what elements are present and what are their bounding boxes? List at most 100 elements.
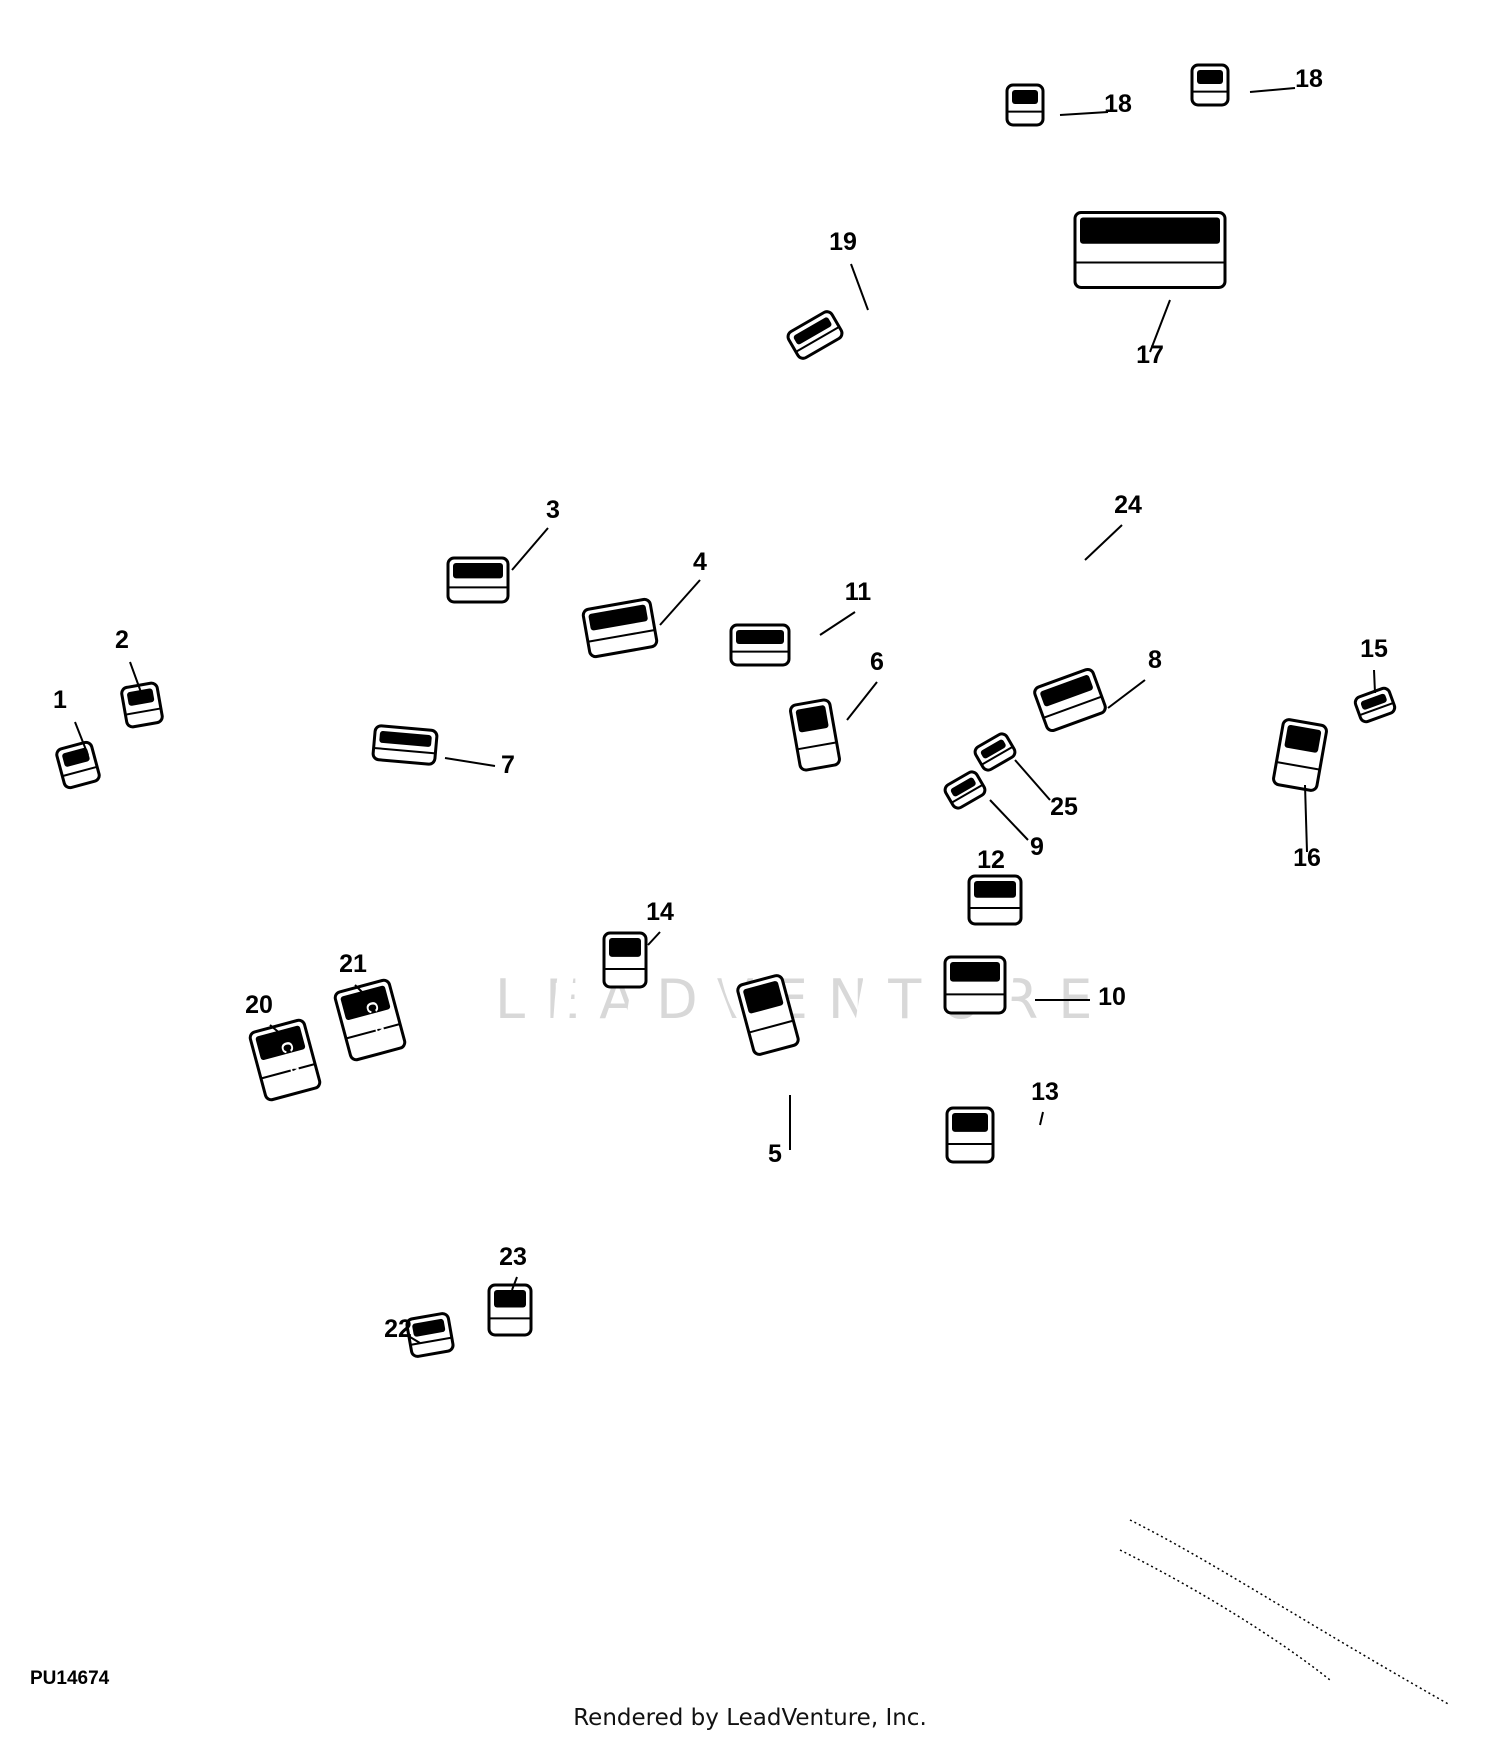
- connector-6: [789, 698, 841, 772]
- leader-line: [129, 661, 143, 696]
- wire-fill: [526, 636, 698, 808]
- callout-12: 12: [977, 846, 1005, 874]
- callout-15: 15: [1360, 635, 1388, 663]
- leader-line: [1014, 759, 1051, 801]
- callout-numbers: 1234567891011121314151617181819202122232…: [53, 65, 1388, 1343]
- wire-fill: [112, 667, 328, 788]
- leader-line: [1249, 87, 1296, 93]
- wire-fill: [995, 942, 1078, 1073]
- leader-line: [409, 1336, 421, 1344]
- connector-20: [248, 1018, 322, 1102]
- connector-13: [945, 1106, 995, 1164]
- connector-18b: [1190, 63, 1230, 107]
- callout-11: 11: [845, 578, 872, 606]
- wire-fill: [1002, 1242, 1085, 1438]
- connector-21: [333, 978, 407, 1062]
- connector-16: [1272, 718, 1328, 792]
- callout-2: 2: [115, 626, 129, 654]
- wire-fill: [992, 82, 1228, 233]
- wire-fill: [502, 1192, 611, 1428]
- wire-fill: [1212, 242, 1288, 368]
- callout-16: 16: [1293, 844, 1321, 872]
- wire-fill: [922, 352, 1288, 698]
- callout-22: 22: [384, 1315, 412, 1343]
- callout-20: 20: [245, 991, 273, 1019]
- callout-13: 13: [1031, 1078, 1059, 1106]
- connector-15: [1353, 686, 1397, 724]
- connector-8: [1033, 667, 1107, 733]
- connector-12: [967, 874, 1023, 926]
- wire-fill: [792, 92, 1048, 313]
- leader-lines: [74, 87, 1376, 1344]
- leader-line: [819, 611, 856, 636]
- wire-fill: [608, 952, 818, 1258]
- callout-6: 6: [870, 648, 884, 676]
- wire-outline: [800, 828, 942, 1466]
- leader-line: [1149, 299, 1171, 353]
- callout-23: 23: [499, 1243, 527, 1271]
- connector-1: [55, 740, 101, 790]
- callout-18: 18: [1295, 65, 1323, 93]
- callout-25: 25: [1050, 793, 1078, 821]
- leader-line: [1084, 524, 1123, 561]
- connector-11: [729, 623, 791, 667]
- callout-18: 18: [1104, 90, 1132, 118]
- leader-line: [1059, 111, 1109, 116]
- connector-19: [786, 310, 844, 360]
- wire-fill: [692, 822, 908, 882]
- harness-wires: [77, 82, 1451, 1706]
- leader-line: [988, 881, 996, 889]
- connector-7: [371, 724, 439, 766]
- leader-line: [1039, 1111, 1044, 1126]
- callout-5: 5: [768, 1140, 782, 1168]
- figure-id: PU14674: [30, 1668, 110, 1689]
- leader-line: [647, 931, 661, 946]
- callout-9: 9: [1030, 833, 1044, 861]
- callout-21: 21: [339, 950, 367, 978]
- leader-line: [850, 263, 869, 311]
- callout-3: 3: [546, 496, 560, 524]
- credit-line: Rendered by LeadVenture, Inc.: [573, 1705, 927, 1731]
- leader-line: [354, 984, 366, 996]
- wire-continuation: [1129, 1519, 1451, 1706]
- leader-line: [269, 1024, 283, 1036]
- callout-17: 17: [1136, 341, 1164, 369]
- callout-8: 8: [1148, 646, 1162, 674]
- connector-10: [943, 955, 1007, 1015]
- leader-line: [1373, 669, 1376, 694]
- callout-24: 24: [1114, 491, 1142, 519]
- wire-fill: [452, 1192, 518, 1370]
- leader-line: [444, 757, 496, 767]
- leader-line: [989, 799, 1029, 841]
- connector-22: [405, 1312, 455, 1358]
- callout-19: 19: [829, 228, 857, 256]
- wire-fill: [992, 186, 1444, 388]
- wire-fill: [294, 1092, 568, 1261]
- callout-1: 1: [53, 686, 67, 714]
- leader-line: [1304, 784, 1308, 853]
- connector-17: [1073, 211, 1227, 289]
- callout-10: 10: [1098, 983, 1126, 1011]
- wire-fill: [382, 692, 708, 838]
- wire-fill: [552, 862, 668, 1108]
- connector-23: [487, 1283, 533, 1337]
- connector-18a: [1005, 83, 1045, 127]
- callout-4: 4: [693, 548, 707, 576]
- wire-fill: [692, 672, 768, 868]
- wire-fill: [312, 592, 708, 864]
- connector-9: [943, 770, 987, 810]
- leader-line: [659, 579, 701, 626]
- connector-14: [602, 931, 648, 989]
- wire-fill: [862, 682, 938, 808]
- leader-line: [511, 527, 549, 571]
- wire-fill: [77, 712, 178, 828]
- leader-line: [511, 1276, 518, 1291]
- wire-fill: [932, 1452, 1188, 1608]
- wire-fill: [390, 1072, 518, 1208]
- leader-line: [74, 721, 89, 756]
- connector-3: [446, 556, 510, 604]
- wire-fill: [852, 1252, 1018, 1288]
